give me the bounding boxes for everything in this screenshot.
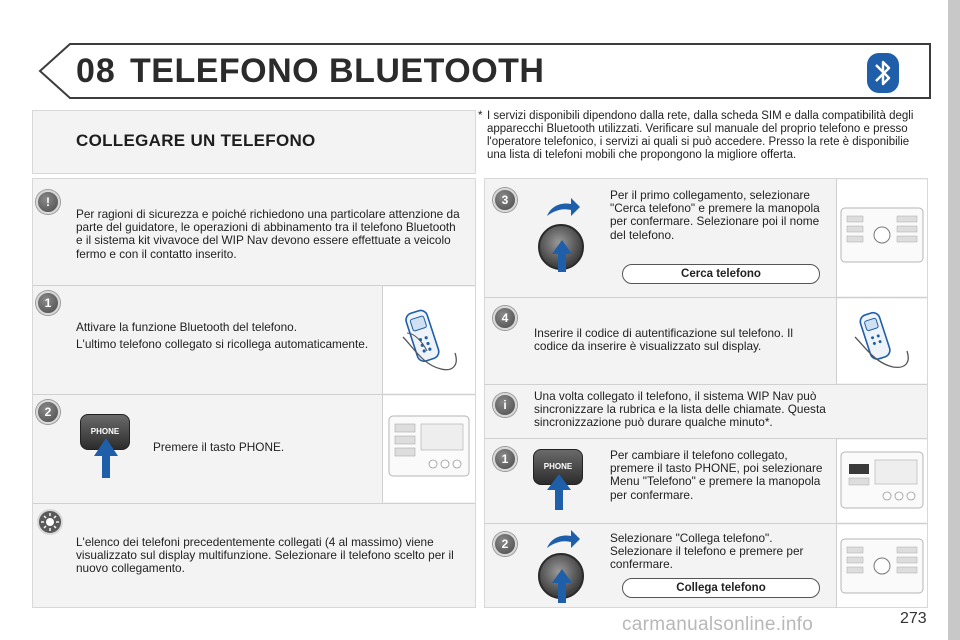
- press-arrow-icon: [552, 569, 572, 603]
- radio-panel-icon: [837, 440, 927, 522]
- divider: [836, 439, 837, 523]
- step-2b-text: Selezionare "Collega telefono". Selezion…: [610, 531, 804, 572]
- press-arrow-icon: [552, 240, 572, 272]
- step-3-text: Per il primo collegamento, selezionare "…: [610, 188, 820, 242]
- bluetooth-icon: [867, 53, 899, 93]
- step-1b-badge: 1: [493, 447, 517, 471]
- divider: [485, 523, 927, 524]
- step-1-text: Attivare la funzione Bluetooth del telef…: [76, 320, 371, 355]
- tip-sun-icon: [37, 509, 63, 535]
- divider: [382, 395, 383, 503]
- step-1-line-1: Attivare la funzione Bluetooth del telef…: [76, 320, 298, 334]
- mobile-phone-hand-icon: [837, 299, 927, 383]
- cerca-telefono-label: Cerca telefono: [622, 264, 820, 284]
- turn-arrow-icon: [547, 198, 580, 216]
- section-title-panel: [32, 110, 476, 174]
- info-text: Una volta collegato il telefono, il sist…: [534, 389, 826, 430]
- turn-arrow-icon: [547, 530, 580, 548]
- press-arrow-icon: [547, 474, 571, 510]
- step-1-line-2: L'ultimo telefono collegato si ricollega…: [76, 337, 369, 352]
- divider: [485, 438, 927, 439]
- warning-text: Per ragioni di sicurezza e poiché richie…: [76, 207, 460, 261]
- step-4-badge: 4: [493, 306, 517, 330]
- left-panel: [32, 178, 476, 608]
- step-2b-badge: 2: [493, 532, 517, 556]
- step-2-badge: 2: [36, 400, 60, 424]
- info-badge: i: [493, 393, 517, 417]
- collega-telefono-label: Collega telefono: [622, 578, 820, 598]
- mobile-phone-hand-icon: [383, 287, 475, 393]
- step-3-badge: 3: [493, 188, 517, 212]
- warning-badge: !: [36, 190, 60, 214]
- step-1-badge: 1: [36, 291, 60, 315]
- section-title: COLLEGARE UN TELEFONO: [76, 131, 316, 150]
- chapter-number: 08: [76, 52, 116, 90]
- radio-panel-icon: [837, 525, 927, 607]
- divider: [33, 285, 475, 286]
- header-bar: [38, 43, 931, 99]
- divider: [485, 297, 927, 298]
- divider: [836, 298, 837, 384]
- divider: [836, 179, 837, 297]
- side-stripe: [948, 0, 960, 640]
- radio-panel-icon: [383, 396, 475, 502]
- divider: [382, 286, 383, 394]
- divider: [836, 524, 837, 608]
- page-title: TELEFONO BLUETOOTH: [130, 52, 545, 90]
- footnote: * I servizi disponibili dipendono dalla …: [478, 110, 927, 162]
- step-1b-text: Per cambiare il telefono collegato, prem…: [610, 448, 823, 502]
- tip-text: L'elenco dei telefoni precedentemente co…: [76, 535, 454, 576]
- press-arrow-icon: [94, 438, 118, 478]
- step-2-text: Premere il tasto PHONE.: [153, 440, 285, 454]
- radio-panel-icon: [837, 180, 927, 296]
- page-number: 273: [900, 610, 927, 627]
- divider: [33, 503, 475, 504]
- footnote-text: I servizi disponibili dipendono dalla re…: [487, 110, 914, 161]
- step-4-text: Inserire il codice di autentificazione s…: [534, 326, 794, 354]
- watermark: carmanualsonline.info: [622, 614, 814, 635]
- divider: [33, 394, 475, 395]
- footnote-star: *: [478, 110, 483, 122]
- divider: [485, 384, 927, 385]
